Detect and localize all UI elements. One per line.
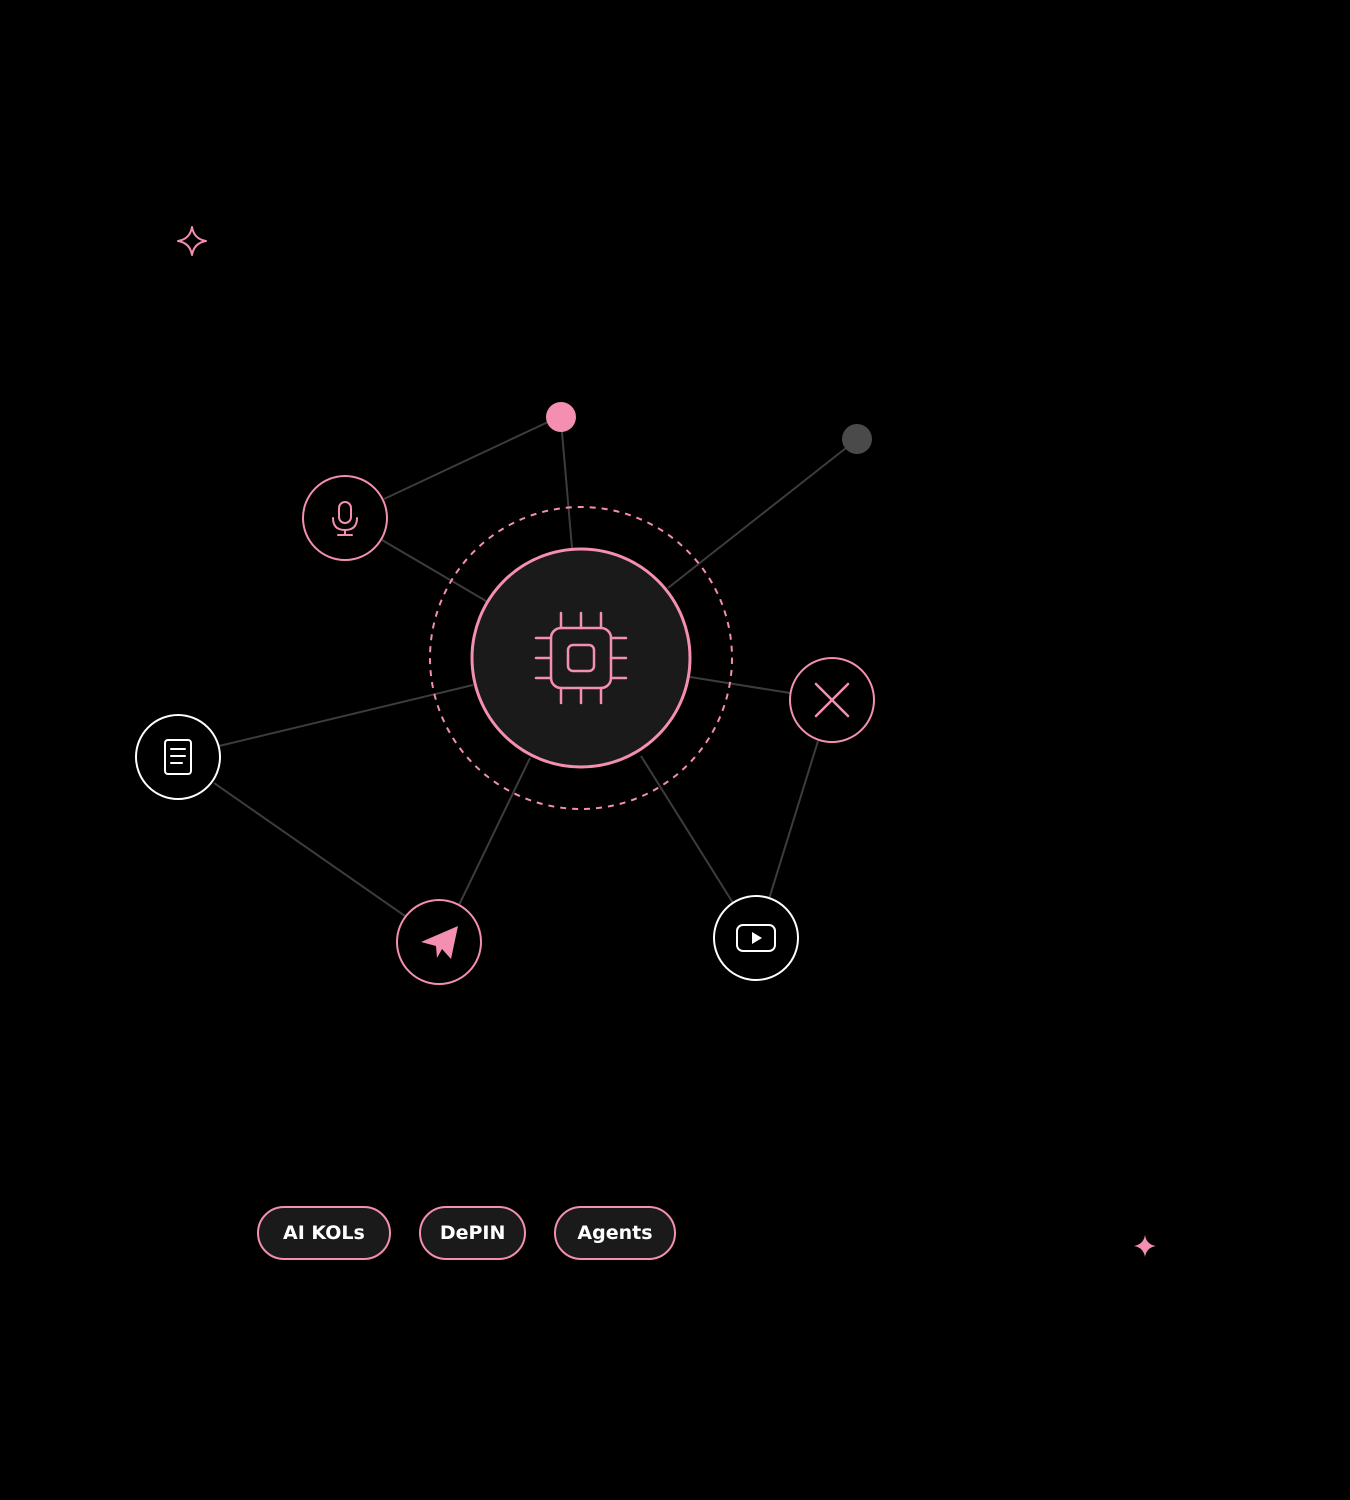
document-icon xyxy=(164,739,192,775)
microphone-node[interactable] xyxy=(302,475,388,561)
edge-x-center xyxy=(689,676,791,694)
x-node[interactable] xyxy=(789,657,875,743)
edge-youtube-center xyxy=(640,755,734,904)
orbit-ring xyxy=(429,506,733,810)
edge-mic-pinkdot xyxy=(383,421,549,500)
paper-plane-icon xyxy=(421,926,458,959)
sparkle-outline-icon xyxy=(177,226,207,256)
edge-document-center xyxy=(218,684,474,747)
edges xyxy=(213,421,847,917)
sparkle-filled-icon xyxy=(1134,1235,1156,1257)
pink-dot-node[interactable] xyxy=(546,402,576,432)
edge-graydot-center xyxy=(667,447,847,589)
edge-telegram-center xyxy=(458,757,531,906)
edge-mic-center xyxy=(381,539,487,602)
cpu-chip-icon xyxy=(534,611,628,705)
edge-document-telegram xyxy=(213,782,406,917)
tag-list: AI KOLs DePIN Agents xyxy=(257,1206,676,1260)
gray-dot-node[interactable] xyxy=(842,424,872,454)
center-node[interactable] xyxy=(470,547,692,769)
tag-depin[interactable]: DePIN xyxy=(418,1206,527,1260)
microphone-icon xyxy=(332,501,358,536)
telegram-node[interactable] xyxy=(396,899,482,985)
document-node[interactable] xyxy=(135,714,221,800)
edge-x-youtube xyxy=(768,740,819,900)
youtube-play-icon xyxy=(736,924,776,952)
tag-agents[interactable]: Agents xyxy=(554,1206,676,1260)
tag-ai-kols[interactable]: AI KOLs xyxy=(257,1206,391,1260)
edge-pinkdot-center xyxy=(561,431,573,549)
x-close-icon xyxy=(814,682,850,718)
youtube-node[interactable] xyxy=(713,895,799,981)
